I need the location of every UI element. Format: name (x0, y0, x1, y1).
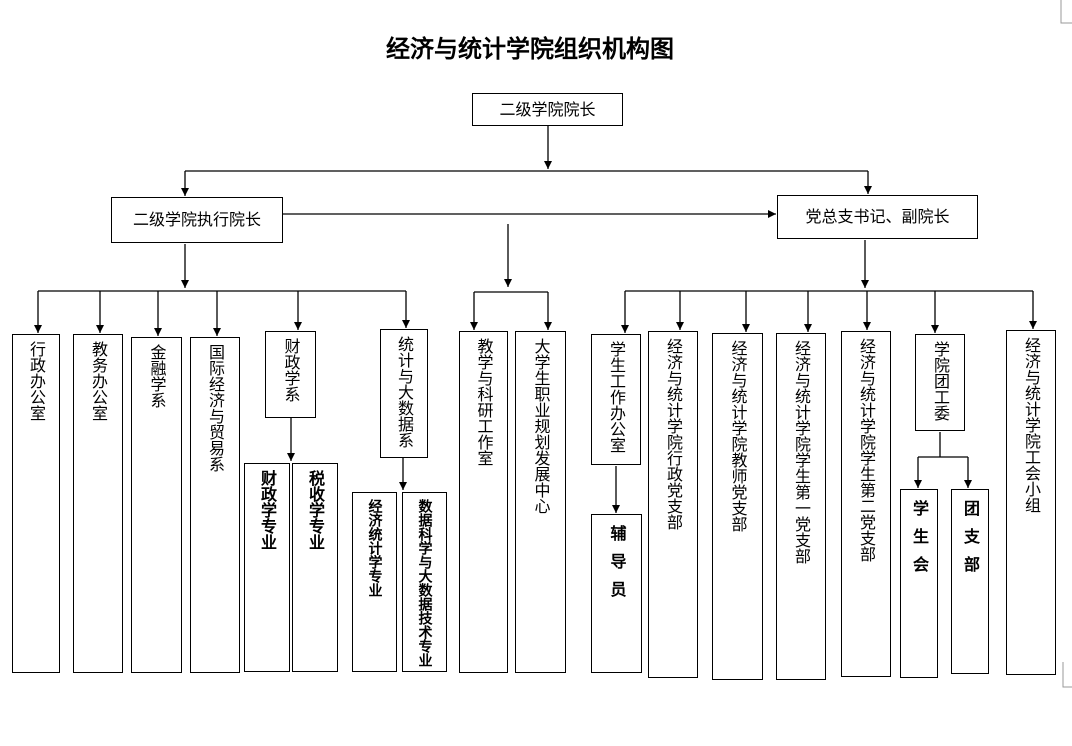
major-label: 税收学专业 (306, 470, 325, 550)
unit-label: 辅导员 (607, 525, 627, 609)
unit-league-branches: 团支部 (951, 489, 989, 674)
unit-teaching-research-studio: 教学与科研工作室 (459, 331, 508, 673)
unit-admin-party-branch: 经济与统计学院行政党支部 (648, 331, 698, 678)
unit-international-trade-department: 国际经济与贸易系 (190, 337, 240, 673)
unit-label: 学生工作办公室 (607, 341, 626, 453)
unit-student-affairs-office: 学生工作办公室 (591, 334, 641, 465)
unit-trade-union-group: 经济与统计学院工会小组 (1006, 330, 1056, 675)
unit-academic-affairs-office: 教务办公室 (73, 334, 123, 673)
unit-label: 财政学系 (281, 338, 301, 402)
unit-statistics-big-data-department: 统计与大数据系 (380, 329, 428, 458)
major-taxation: 税收学专业 (292, 463, 338, 672)
unit-label: 经济与统计学院行政党支部 (664, 338, 683, 530)
unit-teacher-party-branch: 经济与统计学院教师党支部 (712, 333, 763, 680)
unit-counselors: 辅导员 (591, 514, 642, 673)
major-label: 财政学专业 (258, 470, 277, 550)
major-public-finance: 财政学专业 (244, 463, 290, 672)
unit-label: 学生会 (910, 500, 929, 584)
major-data-science: 数据科学与大数据技术专业 (402, 492, 447, 672)
page-corner-mark (1062, 662, 1072, 688)
major-economic-statistics: 经济统计学专业 (352, 492, 397, 672)
unit-label: 国际经济与贸易系 (206, 344, 225, 472)
unit-label: 教学与科研工作室 (474, 338, 494, 466)
page-corner-mark (1060, 0, 1072, 24)
unit-youth-league-committee: 学院团工委 (915, 334, 965, 431)
party-secretary-box: 党总支书记、副院长 (777, 195, 978, 239)
unit-student-party-branch-1: 经济与统计学院学生第一党支部 (776, 333, 826, 680)
executive-dean-box: 二级学院执行院长 (111, 197, 283, 243)
dean-label: 二级学院院长 (499, 99, 596, 119)
unit-student-party-branch-2: 经济与统计学院学生第二党支部 (841, 331, 891, 677)
unit-finance-department: 金融学系 (131, 337, 182, 673)
unit-label: 团支部 (961, 500, 980, 584)
unit-career-planning-center: 大学生职业规划发展中心 (515, 331, 566, 673)
major-label: 经济统计学专业 (366, 499, 383, 597)
unit-label: 金融学系 (147, 344, 167, 408)
unit-label: 经济与统计学院教师党支部 (728, 340, 748, 532)
dean-box: 二级学院院长 (472, 93, 623, 126)
unit-student-union: 学生会 (900, 489, 938, 678)
party-secretary-label: 党总支书记、副院长 (805, 207, 950, 226)
unit-label: 经济与统计学院学生第二党支部 (857, 338, 876, 562)
unit-admin-office: 行政办公室 (12, 334, 60, 673)
unit-label: 学院团工委 (931, 341, 950, 421)
unit-label: 统计与大数据系 (395, 336, 414, 448)
unit-label: 行政办公室 (27, 341, 46, 421)
unit-label: 经济与统计学院学生第一党支部 (792, 340, 811, 564)
unit-label: 大学生职业规划发展中心 (531, 338, 551, 514)
unit-label: 教务办公室 (89, 341, 108, 421)
unit-public-finance-department: 财政学系 (265, 331, 316, 418)
unit-label: 经济与统计学院工会小组 (1022, 337, 1041, 513)
executive-dean-label: 二级学院执行院长 (132, 210, 261, 229)
major-label: 数据科学与大数据技术专业 (416, 499, 433, 667)
org-chart-title: 经济与统计学院组织机构图 (386, 34, 674, 63)
